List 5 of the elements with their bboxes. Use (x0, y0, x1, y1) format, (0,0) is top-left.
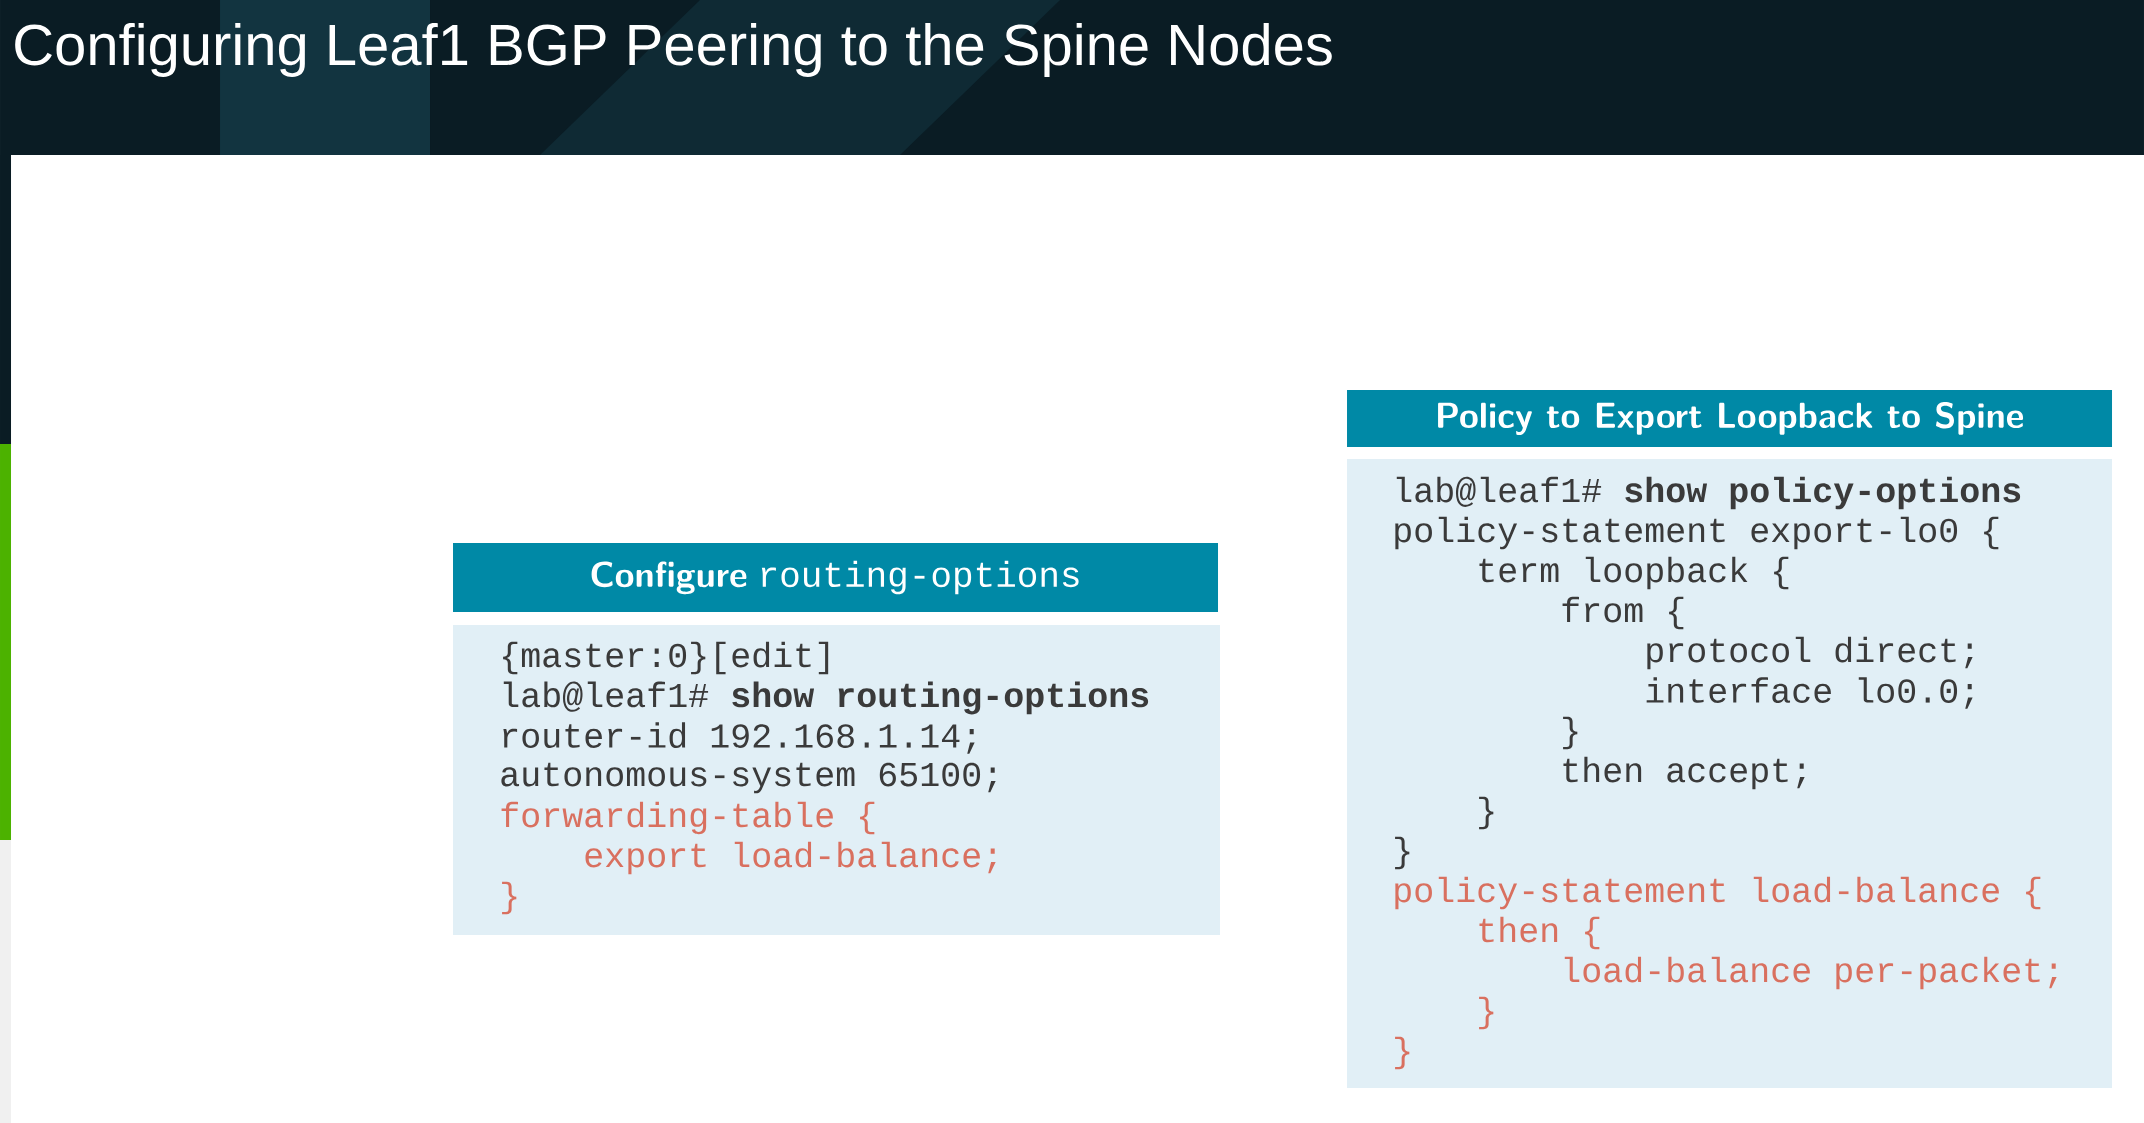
slide-title: Configuring Leaf1 BGP Peering to the Spine Nodes (15, 22, 1332, 77)
code-panel: {master:0}[edit] lab@leaf1# show routing-options router-id 192.168.1.14; autonomous-system 65100; forwarding-table { export load-balance; } (453, 625, 1220, 935)
panel-header: Policy to Export Loopback to Spine (1347, 390, 2112, 447)
panel-header: Configure routing-options (453, 543, 1218, 612)
code-panel: lab@leaf1# show policy-options policy-statement export-lo0 { term loopback { from { protocol direct; interface lo0.0; } then accept; } } policy-statement load-balance { then { load-balance per-packet; } } (1347, 459, 2112, 1088)
